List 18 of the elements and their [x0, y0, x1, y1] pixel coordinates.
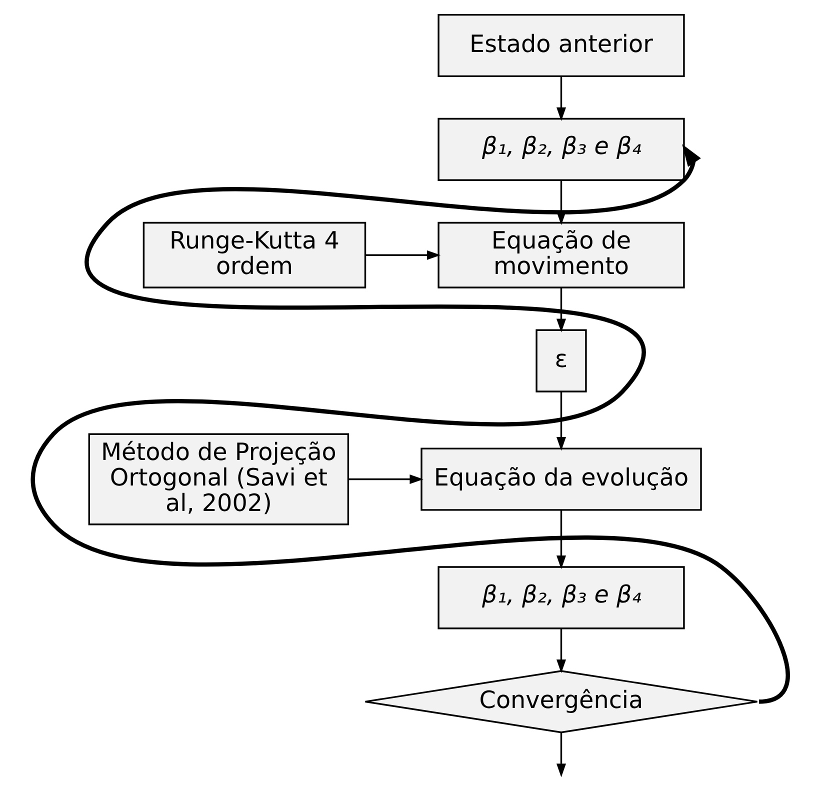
node-box: Equação de movimento: [437, 222, 684, 288]
node-box: Runge-Kutta 4 ordem: [142, 222, 366, 288]
node-box: ε: [535, 329, 586, 392]
node-box: Método de Projeção Ortogonal (Savi et al, 2002): [88, 433, 349, 526]
node-box: β₁, β₂, β₃ e β₄: [437, 118, 684, 181]
arrow: [556, 732, 566, 778]
arrow: [556, 392, 566, 451]
node-box: Estado anterior: [437, 14, 684, 78]
arrow: [556, 288, 566, 332]
node-box: Equação da evolução: [420, 448, 702, 511]
arrow: [364, 250, 440, 260]
node-box: β₁, β₂, β₃ e β₄: [437, 566, 684, 630]
arrow: [556, 76, 566, 121]
arrow: [556, 510, 566, 570]
node-diamond: Convergência: [364, 670, 758, 734]
arrow: [348, 474, 423, 484]
arrow: [556, 628, 566, 674]
arrow: [32, 144, 788, 704]
